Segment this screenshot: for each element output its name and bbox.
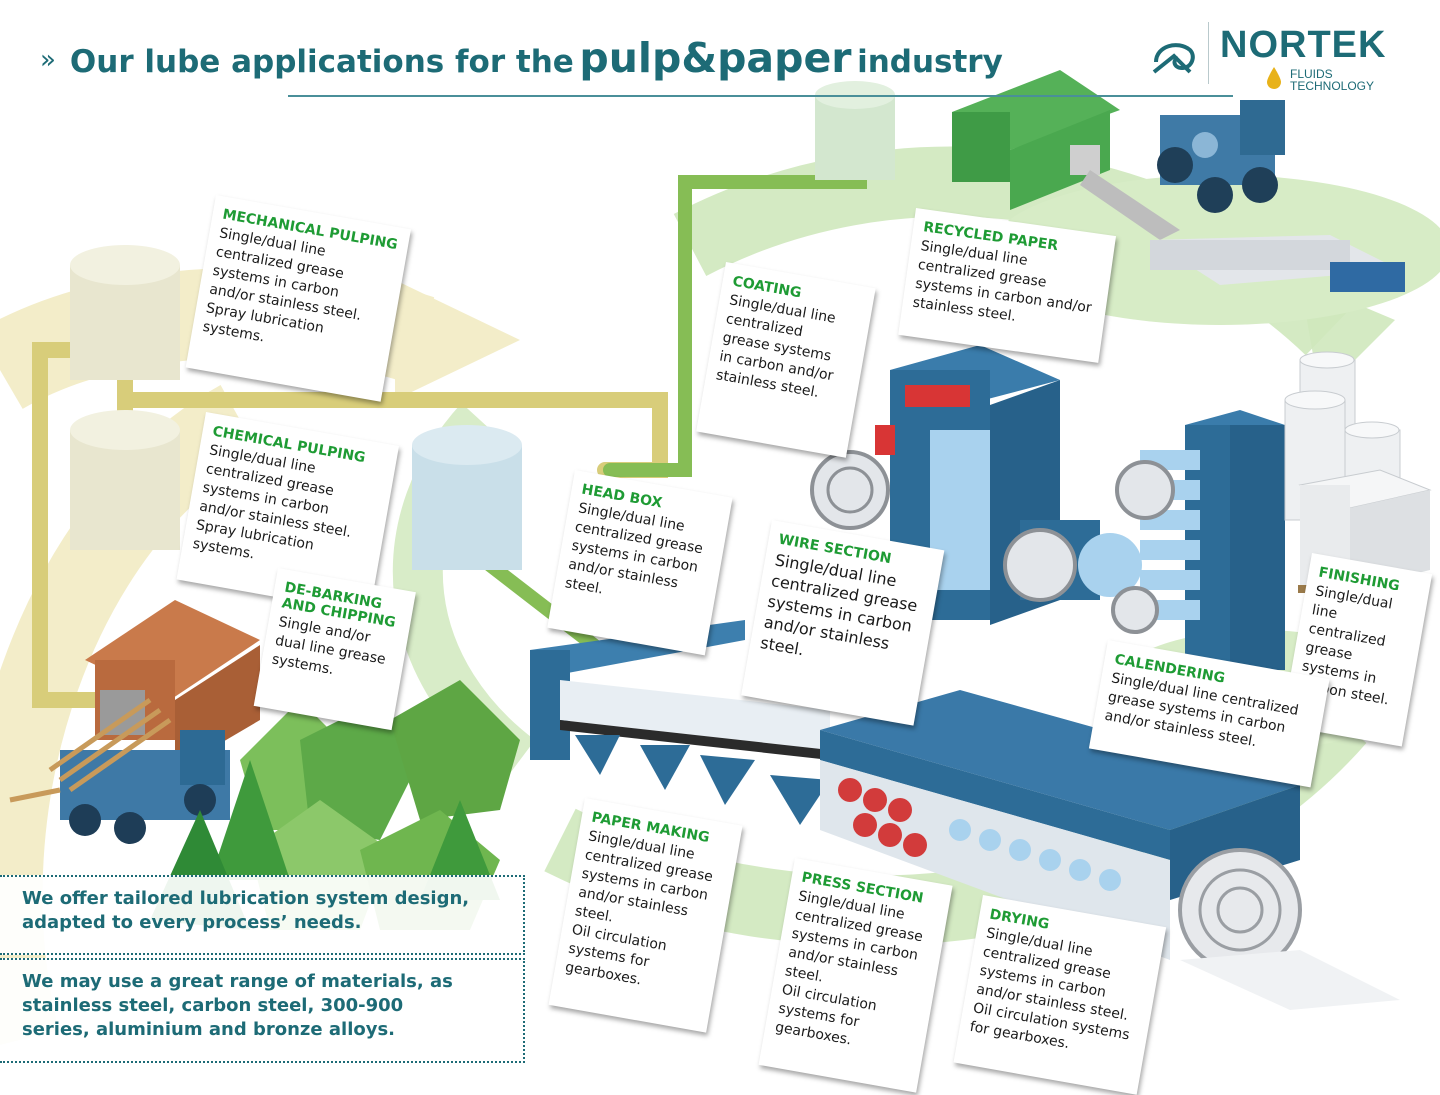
card-mechanical-pulping: MECHANICAL PULPING Single/dual line cent…	[185, 195, 411, 402]
tailored-design-note: We offer tailored lubrication system des…	[0, 875, 525, 955]
recycling-truck	[1157, 100, 1285, 213]
nortek-logo: NORTEK FLUIDS TECHNOLOGY	[1150, 22, 1410, 102]
title-part-1: Our lube applications for the	[69, 44, 574, 80]
nortek-emblem-icon	[1152, 43, 1195, 74]
materials-note: We may use a great range of materials, a…	[0, 958, 525, 1063]
card-wire-section: WIRE SECTION Single/dual line centralize…	[741, 520, 945, 726]
paper-machine	[530, 620, 1400, 1010]
card-coating: COATING Single/dual line centralized gre…	[696, 262, 876, 458]
title-part-2: industry	[857, 44, 1003, 80]
logo-brand: NORTEK	[1220, 24, 1387, 66]
debarking-hut	[9, 600, 260, 844]
coating-machine	[810, 345, 1142, 625]
pulping-tanks	[70, 81, 895, 570]
logo-tagline-line2: TECHNOLOGY	[1290, 79, 1375, 93]
card-body: Single/dual line centralized grease syst…	[563, 828, 715, 989]
note-text: We may use a great range of materials, a…	[22, 971, 453, 1040]
logo-divider	[1208, 22, 1209, 84]
chevron-right-icon: »	[40, 45, 56, 75]
logo-tagline: FLUIDS TECHNOLOGY	[1290, 68, 1374, 92]
page-title: » Our lube applications for the pulp&pape…	[40, 34, 1003, 82]
paper-stack	[1150, 235, 1405, 292]
logo-tagline-line1: FLUIDS	[1290, 67, 1333, 81]
oil-drop-icon	[1267, 67, 1281, 89]
card-head-box: HEAD BOX Single/dual line centralized gr…	[547, 470, 733, 656]
card-body: Single/dual line centralized grease syst…	[714, 292, 837, 401]
card-drying: DRYING Single/dual line centralized grea…	[953, 895, 1167, 1095]
card-de-barking: DE-BARKING AND CHIPPING Single and/or du…	[253, 568, 416, 731]
note-text: We offer tailored lubrication system des…	[22, 888, 470, 933]
title-highlight: pulp&paper	[579, 34, 852, 82]
recycling-house	[952, 70, 1180, 240]
calendering-stack	[1111, 410, 1285, 670]
title-underline	[288, 95, 1233, 97]
finishing-rolls	[1284, 351, 1432, 593]
card-body: Single/dual line centralized grease syst…	[773, 888, 925, 1049]
trees	[150, 680, 520, 930]
